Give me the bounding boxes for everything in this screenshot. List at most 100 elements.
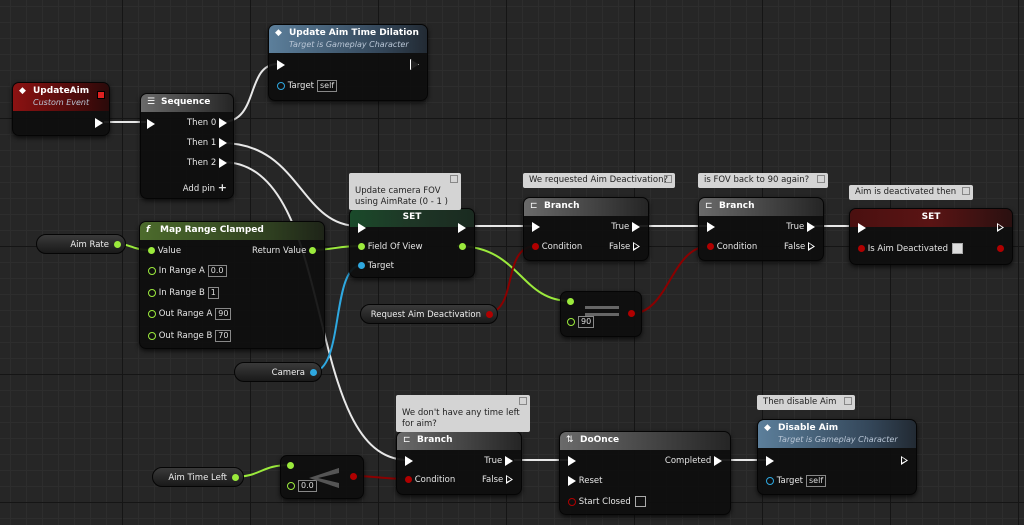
aim-time-left-variable[interactable]: Aim Time Left <box>152 467 244 487</box>
comment-requested[interactable]: We requested Aim Deactivation? <box>523 173 675 188</box>
exec-in-pin-icon[interactable] <box>532 221 540 232</box>
disable-aim-exec-in[interactable] <box>766 455 774 467</box>
branch-3-exec-in[interactable] <box>405 455 413 467</box>
exec-in-pin-icon[interactable] <box>405 455 413 466</box>
doonce-reset[interactable]: Reset <box>568 475 602 487</box>
map-range-value-pin[interactable]: Value <box>148 245 181 257</box>
set-fov-field-pin[interactable]: Field Of View <box>358 241 423 253</box>
false-pin-icon[interactable] <box>506 475 513 484</box>
exec-in-pin-icon[interactable] <box>766 455 774 466</box>
condition-pin-icon[interactable] <box>532 243 539 250</box>
in-b-value[interactable]: 1 <box>207 287 219 299</box>
exec-out-pin-icon[interactable] <box>95 117 103 128</box>
branch-1-condition[interactable]: Condition <box>532 241 582 253</box>
sequence-then2[interactable]: Then 2 <box>187 157 227 169</box>
doonce-node[interactable]: ⇅ DoOnce Completed Reset Start Closed <box>559 431 731 515</box>
target-value[interactable]: self <box>317 80 338 92</box>
set-aim-deact-out[interactable] <box>997 243 1004 255</box>
field-out-pin-icon[interactable] <box>459 243 466 250</box>
a-pin-icon[interactable] <box>287 462 294 469</box>
set-field-of-view-node[interactable]: SET Field Of View Target <box>349 208 475 278</box>
comment-deactivated[interactable]: Aim is deactivated then <box>849 185 973 200</box>
exec-out-pin-icon[interactable] <box>997 223 1004 232</box>
comment-collapse-icon[interactable] <box>519 397 527 405</box>
exec-in-pin-icon[interactable] <box>568 455 576 466</box>
b-pin-icon[interactable] <box>567 317 575 326</box>
return-pin-icon[interactable] <box>309 247 316 254</box>
doonce-exec-in[interactable] <box>568 455 576 467</box>
aim-rate-variable[interactable]: Aim Rate <box>36 234 126 254</box>
request-aim-deactivation-pin-icon[interactable] <box>486 311 493 318</box>
update-aim-time-dilation-header[interactable]: ◆ Update Aim Time Dilation Target is Gam… <box>269 25 427 53</box>
branch-1-false[interactable]: False <box>609 241 640 253</box>
set-fov-exec-in[interactable] <box>358 222 366 234</box>
false-pin-icon[interactable] <box>633 242 640 251</box>
completed-pin-icon[interactable] <box>714 455 722 466</box>
target-pin-icon[interactable] <box>277 81 285 90</box>
event-delegate-pin[interactable] <box>97 91 105 99</box>
target-value[interactable]: self <box>806 475 827 487</box>
branch-2-true[interactable]: True <box>786 221 815 233</box>
field-pin-icon[interactable] <box>358 243 365 250</box>
equal-b-pin[interactable]: 90 <box>567 316 595 328</box>
b-pin-icon[interactable] <box>287 481 295 490</box>
branch-node-2[interactable]: ⊏ Branch True Condition False <box>698 197 824 261</box>
aim-rate-pin-icon[interactable] <box>114 241 121 248</box>
then0-pin-icon[interactable] <box>219 117 227 128</box>
map-range-header[interactable]: f Map Range Clamped <box>140 222 324 240</box>
true-pin-icon[interactable] <box>807 221 815 232</box>
update-aim-exec-out[interactable] <box>95 117 103 129</box>
exec-in-pin-icon[interactable] <box>358 222 366 233</box>
sequence-exec-in[interactable] <box>147 118 155 130</box>
less-out-pin[interactable] <box>350 471 357 483</box>
a-pin-icon[interactable] <box>567 298 574 305</box>
true-pin-icon[interactable] <box>505 455 513 466</box>
time-dilation-exec-out[interactable] <box>402 59 419 74</box>
comment-collapse-icon[interactable] <box>664 175 672 183</box>
set-fov-exec-out[interactable] <box>458 222 466 234</box>
condition-pin-icon[interactable] <box>707 243 714 250</box>
set-is-aim-deactivated-node[interactable]: SET Is Aim Deactivated <box>849 208 1013 265</box>
false-pin-icon[interactable] <box>808 242 815 251</box>
less-node[interactable]: 0.0 <box>280 455 364 499</box>
comment-update-fov[interactable]: Update camera FOV using AimRate (0 - 1 ) <box>349 173 461 210</box>
exec-in-pin-icon[interactable] <box>147 118 155 129</box>
disable-aim-header[interactable]: ◆ Disable Aim Target is Gameplay Charact… <box>758 420 916 448</box>
value-pin-icon[interactable] <box>148 247 155 254</box>
branch-1-header[interactable]: ⊏ Branch <box>524 198 648 216</box>
aim-time-left-pin-icon[interactable] <box>232 474 239 481</box>
map-range-return-pin[interactable]: Return Value <box>252 245 316 257</box>
update-aim-header[interactable]: ◆ UpdateAim Custom Event <box>13 83 109 111</box>
comment-disable[interactable]: Then disable Aim <box>757 395 855 410</box>
branch-2-false[interactable]: False <box>784 241 815 253</box>
camera-pin-icon[interactable] <box>310 369 317 376</box>
sequence-node[interactable]: ☰ Sequence Then 0 Then 1 Then 2 Add pin … <box>140 93 234 199</box>
out-a-pin-icon[interactable] <box>148 309 156 318</box>
disable-aim-node[interactable]: ◆ Disable Aim Target is Gameplay Charact… <box>757 419 917 495</box>
plus-icon[interactable]: + <box>217 181 227 194</box>
exec-in-pin-icon[interactable] <box>858 222 866 233</box>
set-aim-deact-header[interactable]: SET <box>850 209 1012 227</box>
branch-3-true[interactable]: True <box>484 455 513 467</box>
request-aim-deactivation-variable[interactable]: Request Aim Deactivation <box>360 304 498 324</box>
branch-3-condition[interactable]: Condition <box>405 474 455 486</box>
then2-pin-icon[interactable] <box>219 157 227 168</box>
exec-out-hollow-icon[interactable] <box>402 63 410 73</box>
is-aim-deactivated-checkbox[interactable] <box>952 243 964 254</box>
target-pin-icon[interactable] <box>358 262 365 269</box>
reset-pin-icon[interactable] <box>568 475 576 486</box>
set-fov-header[interactable]: SET <box>350 209 474 227</box>
exec-out-pin-icon[interactable] <box>410 59 419 70</box>
branch-3-false[interactable]: False <box>482 474 513 486</box>
equal-b-value[interactable]: 90 <box>578 316 595 328</box>
camera-variable[interactable]: Camera <box>234 362 322 382</box>
out-b-pin-icon[interactable] <box>148 331 156 340</box>
exec-in-pin-icon[interactable] <box>707 221 715 232</box>
doonce-completed[interactable]: Completed <box>665 455 722 467</box>
set-aim-deact-exec-in[interactable] <box>858 222 866 234</box>
branch-node-3[interactable]: ⊏ Branch True Condition False <box>396 431 522 495</box>
comment-fov-back[interactable]: is FOV back to 90 again? <box>698 173 828 188</box>
bool-pin-icon[interactable] <box>858 245 865 252</box>
